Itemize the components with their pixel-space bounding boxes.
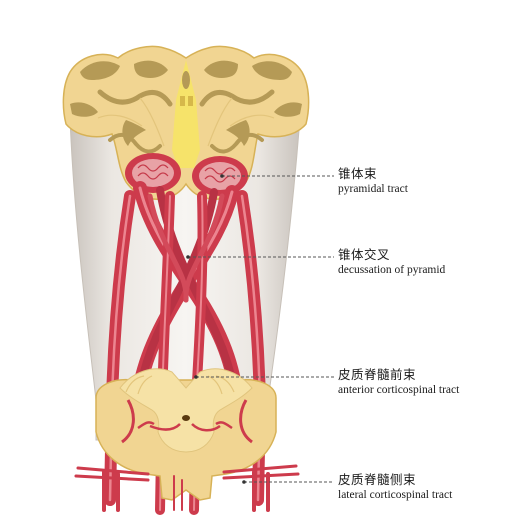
label-decussation: 锥体交叉 decussation of pyramid xyxy=(338,247,445,277)
label-lateral-tract-en: lateral corticospinal tract xyxy=(338,488,453,501)
label-lateral-tract: 皮质脊髓侧束 lateral corticospinal tract xyxy=(338,472,452,502)
label-decussation-en: decussation of pyramid xyxy=(338,263,446,276)
label-pyramidal-tract-zh: 锥体束 xyxy=(338,166,378,181)
label-anterior-tract-en: anterior corticospinal tract xyxy=(338,383,460,396)
label-anterior-tract-zh: 皮质脊髓前束 xyxy=(338,367,417,382)
leader-dots xyxy=(186,174,246,484)
label-pyramidal-tract-en: pyramidal tract xyxy=(338,182,408,195)
medulla-cross-section xyxy=(62,45,310,200)
label-pyramidal-tract: 锥体束 pyramidal tract xyxy=(338,166,408,196)
label-decussation-zh: 锥体交叉 xyxy=(338,247,391,262)
label-anterior-tract: 皮质脊髓前束 anterior corticospinal tract xyxy=(338,367,459,397)
spinal-cord-cross-section xyxy=(95,368,277,501)
leader-lines xyxy=(188,175,334,483)
nerve-roots xyxy=(74,464,300,512)
label-lateral-tract-zh: 皮质脊髓侧束 xyxy=(338,472,417,487)
